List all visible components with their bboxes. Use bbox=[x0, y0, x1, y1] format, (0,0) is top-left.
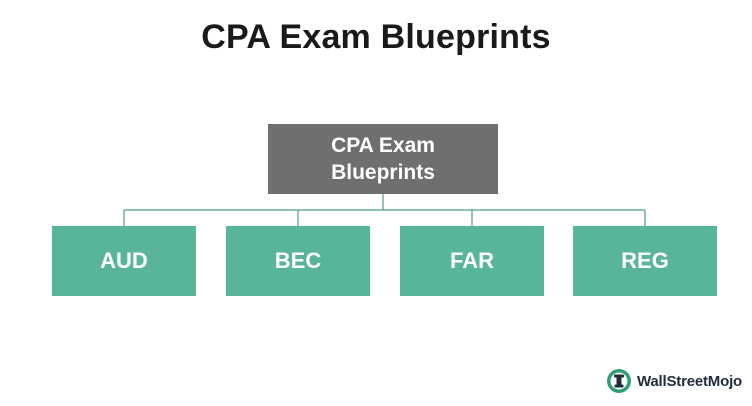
root-node-line1: CPA Exam bbox=[331, 134, 435, 157]
wallstreetmojo-logo-text: WallStreetMojo bbox=[637, 372, 742, 390]
child-node-label: BEC bbox=[274, 248, 322, 273]
child-node-label: REG bbox=[621, 248, 669, 273]
page-title: CPA Exam Blueprints bbox=[201, 18, 551, 56]
child-node-aud: AUD bbox=[52, 226, 196, 296]
child-node-bec: BEC bbox=[226, 226, 370, 296]
root-node-line2: Blueprints bbox=[331, 161, 435, 184]
wallstreetmojo-logo-icon bbox=[607, 369, 632, 393]
root-node-cpa-exam-blueprints: CPA Exam Blueprints bbox=[268, 124, 498, 194]
child-node-label: AUD bbox=[100, 248, 148, 273]
child-node-far: FAR bbox=[400, 226, 544, 296]
child-node-reg: REG bbox=[573, 226, 717, 296]
wallstreetmojo-logo: WallStreetMojo bbox=[606, 368, 742, 394]
child-node-label: FAR bbox=[450, 248, 494, 273]
